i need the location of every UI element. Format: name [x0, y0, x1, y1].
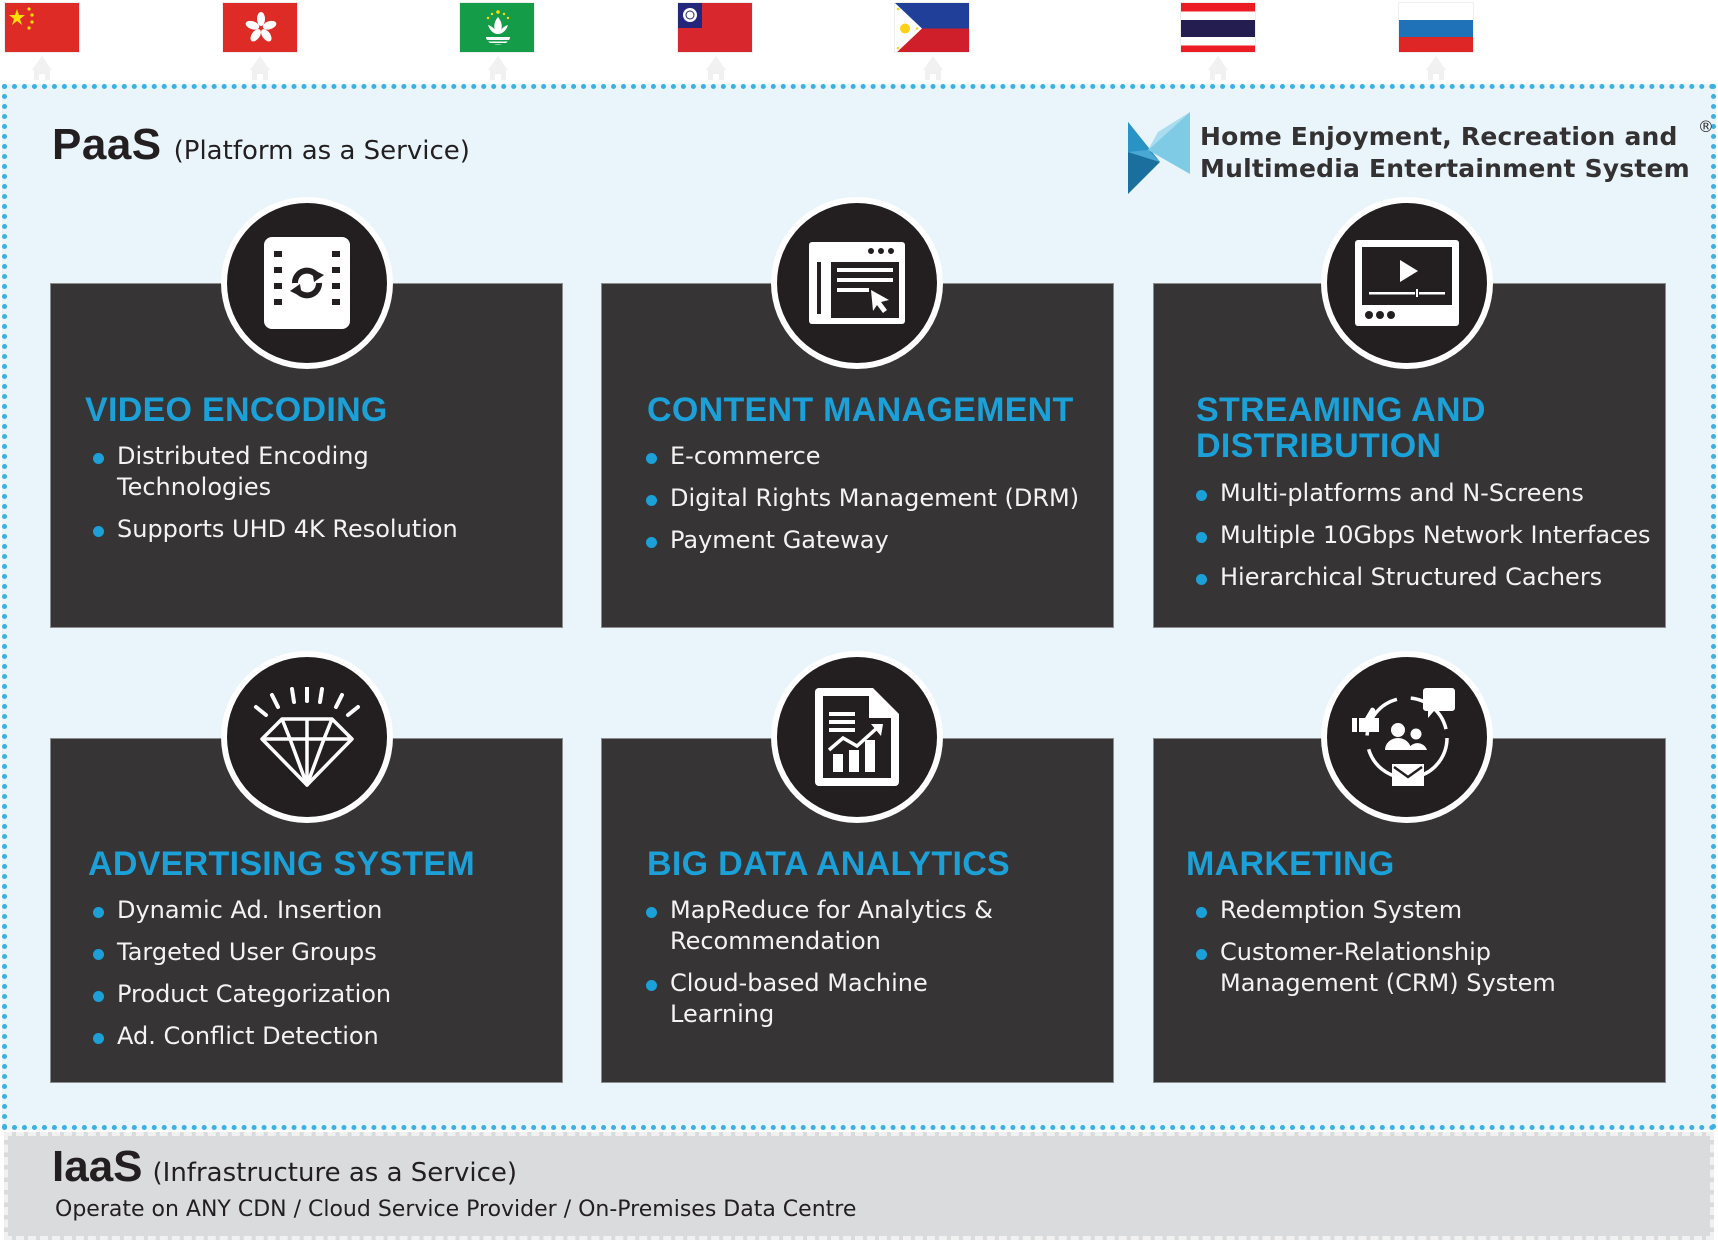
hong-kong-flag-icon — [222, 2, 298, 53]
streaming-badge — [1321, 197, 1493, 369]
list-item: Multiple 10Gbps Network Interfaces — [1196, 520, 1651, 551]
video-encoding-badge — [221, 197, 393, 369]
advertising-badge — [221, 651, 393, 823]
feature-list: Distributed Encoding Technologies Suppor… — [93, 441, 473, 556]
feature-list: Redemption System Customer-Relationship … — [1196, 895, 1596, 1010]
paas-heading: PaaS (Platform as a Service) — [52, 120, 470, 170]
location-pin-icon — [702, 56, 730, 82]
location-pin-icon — [1422, 56, 1450, 82]
feature-list: Dynamic Ad. Insertion Targeted User Grou… — [93, 895, 391, 1063]
card-title: ADVERTISING SYSTEM — [88, 845, 476, 883]
marketing-badge — [1321, 651, 1493, 823]
video-player-icon — [1355, 240, 1459, 326]
card-video-encoding: VIDEO ENCODING Distributed Encoding Tech… — [50, 283, 563, 628]
list-item: Targeted User Groups — [93, 937, 391, 968]
thailand-flag-icon — [1180, 2, 1256, 53]
big-data-badge — [771, 651, 943, 823]
report-chart-icon — [815, 688, 899, 786]
card-title: VIDEO ENCODING — [85, 391, 388, 429]
feature-list: Multi-platforms and N-Screens Multiple 1… — [1196, 478, 1651, 604]
list-item: Dynamic Ad. Insertion — [93, 895, 391, 926]
philippines-flag-icon — [894, 2, 970, 53]
content-management-badge — [771, 197, 943, 369]
list-item: Payment Gateway — [646, 525, 1079, 556]
russia-flag-icon — [1398, 2, 1474, 53]
iaas-title: IaaS — [52, 1142, 143, 1191]
iaas-heading: IaaS (Infrastructure as a Service) — [52, 1142, 517, 1192]
card-title: STREAMING AND DISTRIBUTION — [1196, 391, 1486, 465]
social-marketing-icon — [1352, 688, 1455, 786]
location-pin-icon — [484, 56, 512, 82]
china-flag-icon — [4, 2, 80, 53]
feature-list: E-commerce Digital Rights Management (DR… — [646, 441, 1079, 567]
brand-line-2: Multimedia Entertainment System — [1200, 154, 1690, 183]
list-item: Supports UHD 4K Resolution — [93, 514, 473, 545]
list-item: Redemption System — [1196, 895, 1596, 926]
location-pin-icon — [1204, 56, 1232, 82]
card-title: MARKETING — [1186, 845, 1395, 883]
card-title: CONTENT MANAGEMENT — [647, 391, 1074, 429]
browser-cursor-icon — [809, 242, 905, 324]
card-title: BIG DATA ANALYTICS — [647, 845, 1011, 883]
list-item: E-commerce — [646, 441, 1079, 472]
list-item: Hierarchical Structured Cachers — [1196, 562, 1651, 593]
play-ribbon-logo-icon — [1128, 112, 1190, 194]
iaas-section — [4, 1132, 1714, 1240]
feature-list: MapReduce for Analytics & Recommendation… — [646, 895, 1036, 1041]
brand-lockup: Home Enjoyment, Recreation and Multimedi… — [1128, 112, 1714, 194]
list-item: Digital Rights Management (DRM) — [646, 483, 1079, 514]
list-item: Product Categorization — [93, 979, 391, 1010]
paas-subtitle: (Platform as a Service) — [173, 136, 470, 166]
list-item: Multi-platforms and N-Screens — [1196, 478, 1651, 509]
registered-mark: ® — [1697, 117, 1714, 136]
taiwan-flag-icon — [677, 2, 753, 53]
brand-line-1: Home Enjoyment, Recreation and — [1200, 122, 1678, 151]
list-item: Ad. Conflict Detection — [93, 1021, 391, 1052]
list-item: Cloud-based Machine Learning — [646, 968, 1036, 1030]
location-pin-icon — [919, 56, 947, 82]
location-pin-icon — [28, 56, 56, 82]
iaas-subtitle: (Infrastructure as a Service) — [152, 1158, 518, 1188]
list-item: Customer-Relationship Management (CRM) S… — [1196, 937, 1596, 999]
location-pin-icon — [246, 56, 274, 82]
list-item: Distributed Encoding Technologies — [93, 441, 473, 503]
film-refresh-icon — [264, 237, 350, 329]
diamond-icon — [254, 687, 360, 787]
paas-title: PaaS — [52, 120, 162, 169]
macau-flag-icon — [459, 2, 535, 53]
iaas-description: Operate on ANY CDN / Cloud Service Provi… — [55, 1197, 857, 1222]
list-item: MapReduce for Analytics & Recommendation — [646, 895, 1036, 957]
